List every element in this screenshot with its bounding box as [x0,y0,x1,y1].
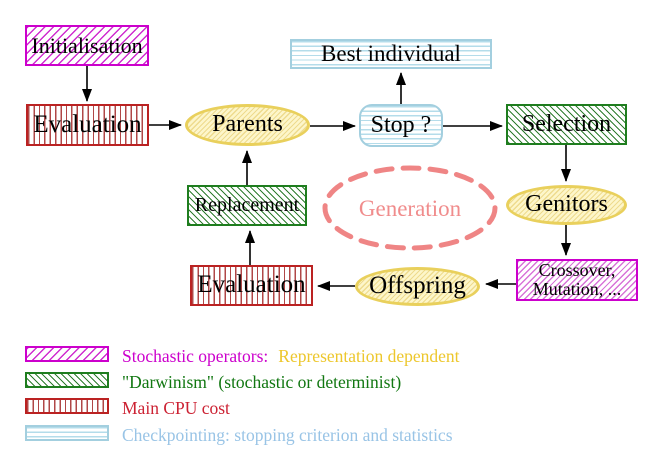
node-evaluation-top: Evaluation [26,104,149,146]
node-selection: Selection [506,104,627,145]
legend-swatch-stochastic [25,346,109,362]
node-initialisation: Initialisation [25,25,149,66]
legend-swatch-cpu-cost [25,398,109,414]
node-offspring: Offspring [355,267,480,306]
legend-swatch-checkpointing [25,425,109,441]
legend-row-stochastic: Stochastic operators: Representation depe… [122,346,460,366]
legend-row-cpu-cost: Main CPU cost [122,398,230,418]
node-crossover-mutation: Crossover, Mutation, ... [516,259,638,301]
node-best-individual: Best individual [290,39,492,69]
legend-swatch-darwinism [25,372,109,388]
node-genitors: Genitors [506,185,627,225]
node-replacement: Replacement [187,185,307,226]
crossover-line1: Crossover, [538,260,616,281]
legend-row-darwinism: "Darwinism" (stochastic or determinist) [122,372,402,392]
generation-dashed-ellipse [322,165,498,251]
crossover-line2: Mutation, ... [532,279,622,299]
legend-label-representation: Representation dependent [278,346,460,366]
legend-label-stochastic: Stochastic operators: [122,346,269,366]
legend-row-checkpointing: Checkpointing: stopping criterion and st… [122,425,453,445]
node-evaluation-bottom: Evaluation [190,265,313,306]
node-parents: Parents [185,104,310,146]
node-stop: Stop ? [359,104,443,147]
generation-label: Generation [358,196,462,221]
